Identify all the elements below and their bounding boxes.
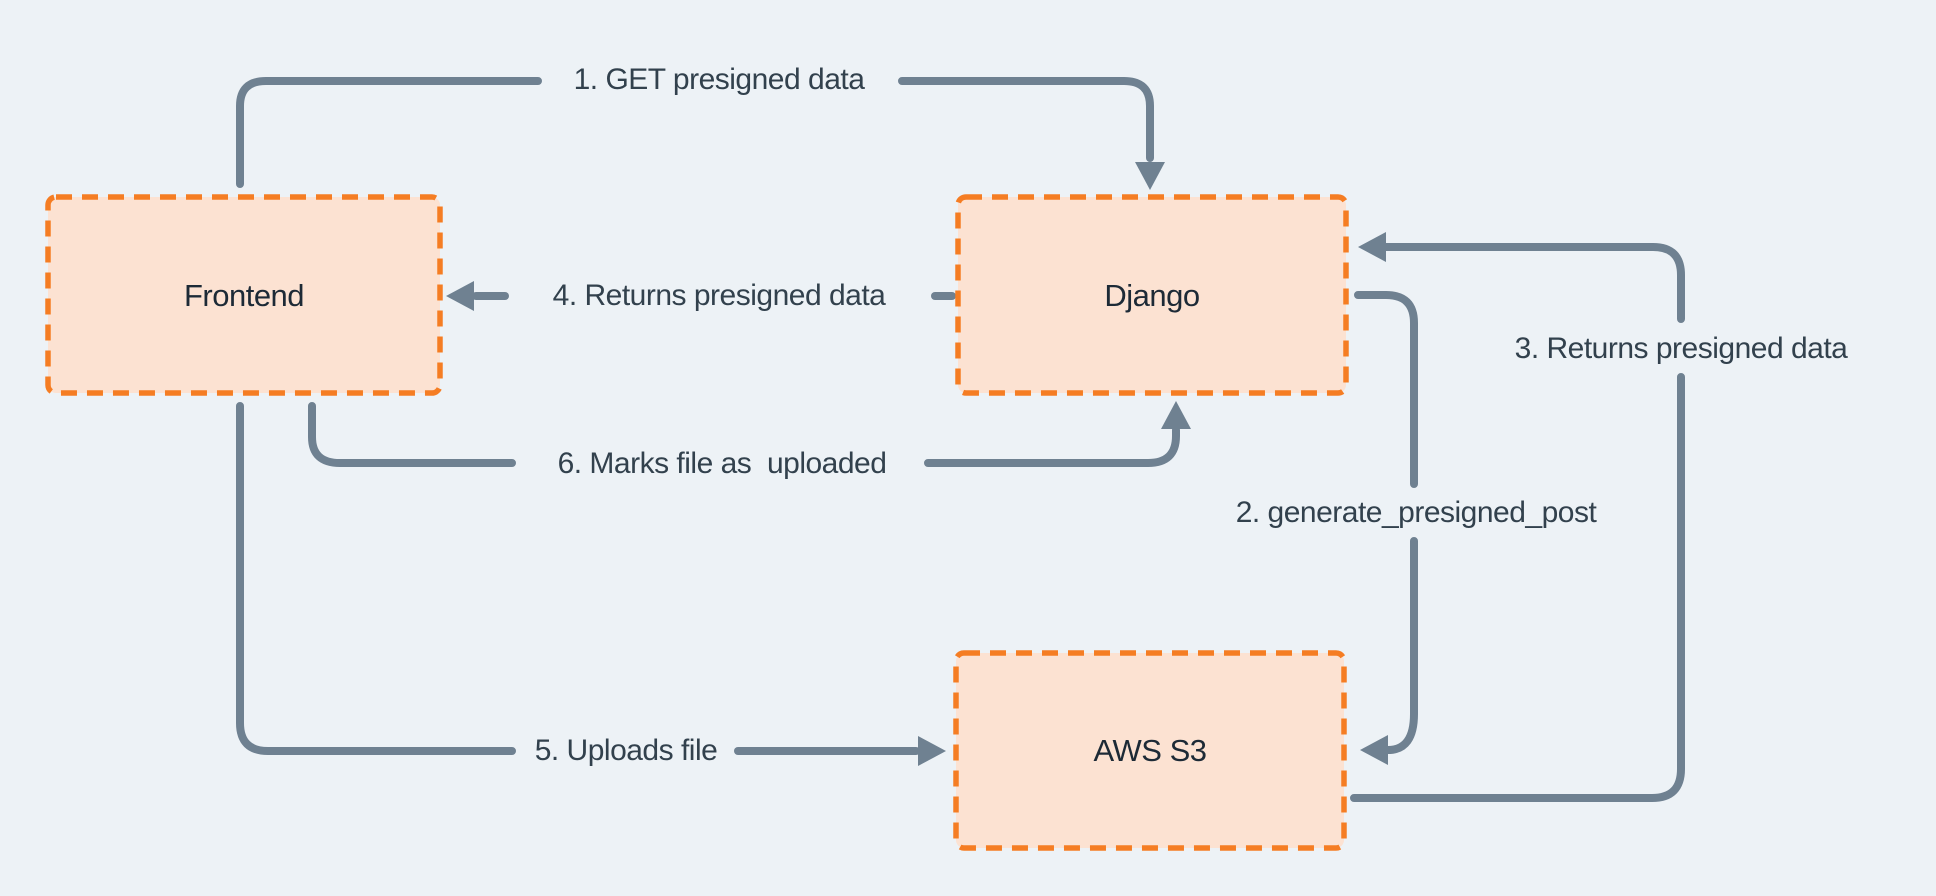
edge-1-line-start (236, 77, 542, 188)
frontend-node-label: Frontend (183, 278, 305, 313)
edge-2-label: 2. generate_presigned_post (1235, 496, 1597, 529)
edge-6-arrowhead-icon (1161, 401, 1191, 429)
frontend-node-box (45, 194, 443, 396)
edge-1-label: 1. GET presigned data (573, 63, 865, 96)
django-node-box (955, 194, 1349, 396)
edge-3-label: 3. Returns presigned data (1514, 332, 1848, 365)
aws-s3-node-label: AWS S3 (1093, 733, 1208, 768)
aws-s3-node-box (953, 650, 1347, 851)
edge-2-arrowhead-icon (1360, 735, 1388, 765)
django-node-label: Django (1104, 278, 1200, 313)
edge-1-arrowhead-icon (1135, 162, 1165, 190)
edge-3-line-start (1350, 373, 1685, 802)
edge-4-arrowhead-icon (446, 281, 474, 311)
edge-3-line-end (1382, 243, 1685, 323)
edge-5-arrowhead-icon (918, 736, 946, 766)
edge-5-label: 5. Uploads file (534, 734, 718, 767)
edge-6-label: 6. Marks file as uploaded (557, 447, 887, 480)
edge-1-line-end (898, 77, 1154, 162)
edge-3-arrowhead-icon (1358, 232, 1386, 262)
edge-6-line-start (308, 402, 516, 467)
edge-6-line-end (924, 426, 1180, 467)
edge-2-line-end (1384, 537, 1418, 754)
edge-4-label: 4. Returns presigned data (552, 279, 886, 312)
edge-5-line-start (236, 402, 516, 755)
edge-2-line-start (1354, 291, 1418, 488)
